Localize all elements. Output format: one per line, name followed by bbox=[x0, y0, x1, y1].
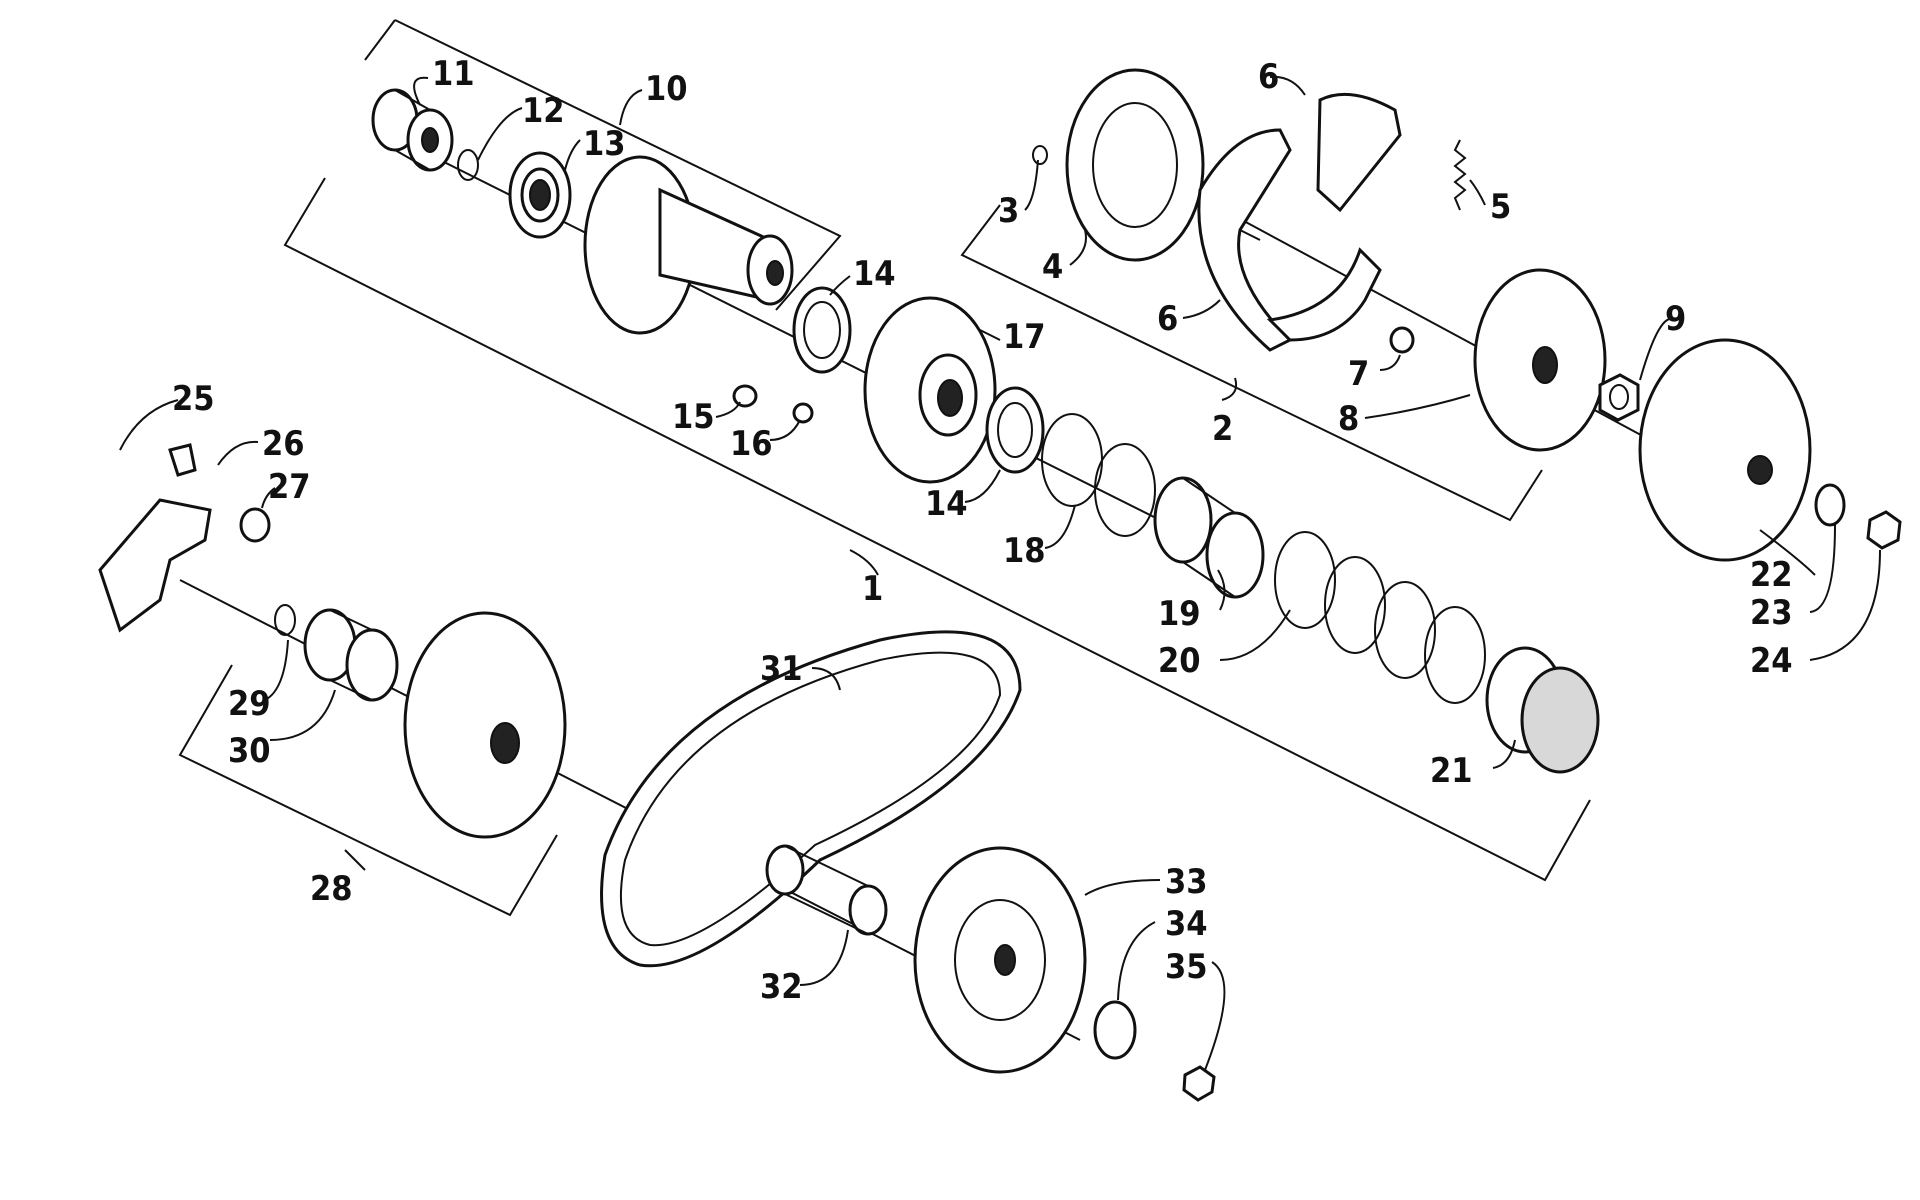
part-11-bushing bbox=[371, 88, 454, 172]
callout-21: 21 bbox=[1430, 751, 1473, 791]
callout-9: 9 bbox=[1665, 299, 1686, 339]
part-8-clutch-carrier bbox=[1473, 268, 1607, 452]
callout-24: 24 bbox=[1750, 641, 1793, 681]
callout-20: 20 bbox=[1158, 641, 1201, 681]
part-5-spring bbox=[1453, 139, 1467, 211]
part-18-rings bbox=[1041, 413, 1156, 537]
callout-19: 19 bbox=[1158, 594, 1201, 634]
callout-labels: 1 2 3 4 5 6 6 7 8 9 10 11 12 13 14 14 15… bbox=[172, 54, 1793, 1007]
part-12-snap-ring bbox=[457, 149, 479, 181]
callout-28: 28 bbox=[310, 869, 353, 909]
part-19-collar bbox=[1153, 476, 1265, 599]
callout-22: 22 bbox=[1750, 555, 1793, 595]
part-23-spacer bbox=[1814, 483, 1846, 527]
callout-27: 27 bbox=[268, 467, 311, 507]
part-25-ramp-plate bbox=[98, 498, 212, 633]
callout-30: 30 bbox=[228, 731, 271, 771]
callout-2: 2 bbox=[1212, 409, 1233, 449]
part-6-shoe-lower bbox=[1197, 128, 1382, 352]
callout-5: 5 bbox=[1490, 187, 1511, 227]
callout-23: 23 bbox=[1750, 593, 1793, 633]
callout-17: 17 bbox=[1003, 317, 1046, 357]
callout-3: 3 bbox=[998, 191, 1019, 231]
part-32-sleeve bbox=[765, 844, 888, 936]
callout-18: 18 bbox=[1003, 531, 1046, 571]
leader-lines bbox=[119, 75, 1881, 1071]
part-14-bearing-upper bbox=[792, 286, 852, 374]
part-13-seal bbox=[508, 151, 572, 239]
callout-14-upper: 14 bbox=[853, 254, 896, 294]
part-3-clip bbox=[1032, 145, 1048, 165]
part-34-bushing bbox=[1093, 1000, 1137, 1060]
part-31-belt bbox=[600, 630, 1022, 968]
callout-1: 1 bbox=[862, 569, 883, 609]
part-21-cap bbox=[1485, 646, 1600, 774]
part-20-spring bbox=[1274, 531, 1486, 704]
callout-8: 8 bbox=[1338, 399, 1359, 439]
callout-31: 31 bbox=[760, 649, 803, 689]
part-33-fan bbox=[913, 846, 1087, 1074]
callout-33: 33 bbox=[1165, 862, 1208, 902]
callout-14-lower: 14 bbox=[925, 484, 968, 524]
callout-26: 26 bbox=[262, 424, 305, 464]
callout-4: 4 bbox=[1042, 247, 1063, 287]
part-7-weight bbox=[1389, 326, 1415, 354]
callout-13: 13 bbox=[583, 124, 626, 164]
callout-15: 15 bbox=[672, 397, 715, 437]
part-16-pin bbox=[792, 402, 814, 424]
part-22-clutch-drum bbox=[1638, 338, 1812, 562]
callout-12: 12 bbox=[522, 91, 565, 131]
part-4-plate bbox=[1065, 68, 1205, 262]
part-10-driven-pulley bbox=[583, 155, 794, 335]
callout-29: 29 bbox=[228, 684, 271, 724]
part-29-snap-ring bbox=[274, 604, 296, 636]
part-17-sheave bbox=[863, 296, 997, 484]
callout-35: 35 bbox=[1165, 947, 1208, 987]
callout-6-lower: 6 bbox=[1157, 299, 1178, 339]
part-28-drive-face bbox=[403, 611, 567, 839]
part-35-nut bbox=[1182, 1065, 1216, 1102]
callout-25: 25 bbox=[172, 379, 215, 419]
callout-34: 34 bbox=[1165, 904, 1208, 944]
part-26-slider bbox=[168, 443, 197, 477]
part-6-shoe-upper bbox=[1316, 92, 1402, 213]
callout-10: 10 bbox=[645, 69, 688, 109]
callout-6-upper: 6 bbox=[1258, 57, 1279, 97]
callout-7: 7 bbox=[1348, 354, 1369, 394]
part-30-bushing bbox=[303, 608, 399, 702]
part-14-bearing-lower bbox=[985, 386, 1045, 474]
part-24-nut bbox=[1866, 510, 1902, 550]
callout-32: 32 bbox=[760, 967, 803, 1007]
part-9-nut bbox=[1598, 373, 1640, 422]
part-15-pin bbox=[732, 384, 758, 408]
callout-11: 11 bbox=[432, 54, 475, 94]
callout-16: 16 bbox=[730, 424, 773, 464]
part-27-roller bbox=[239, 507, 271, 543]
